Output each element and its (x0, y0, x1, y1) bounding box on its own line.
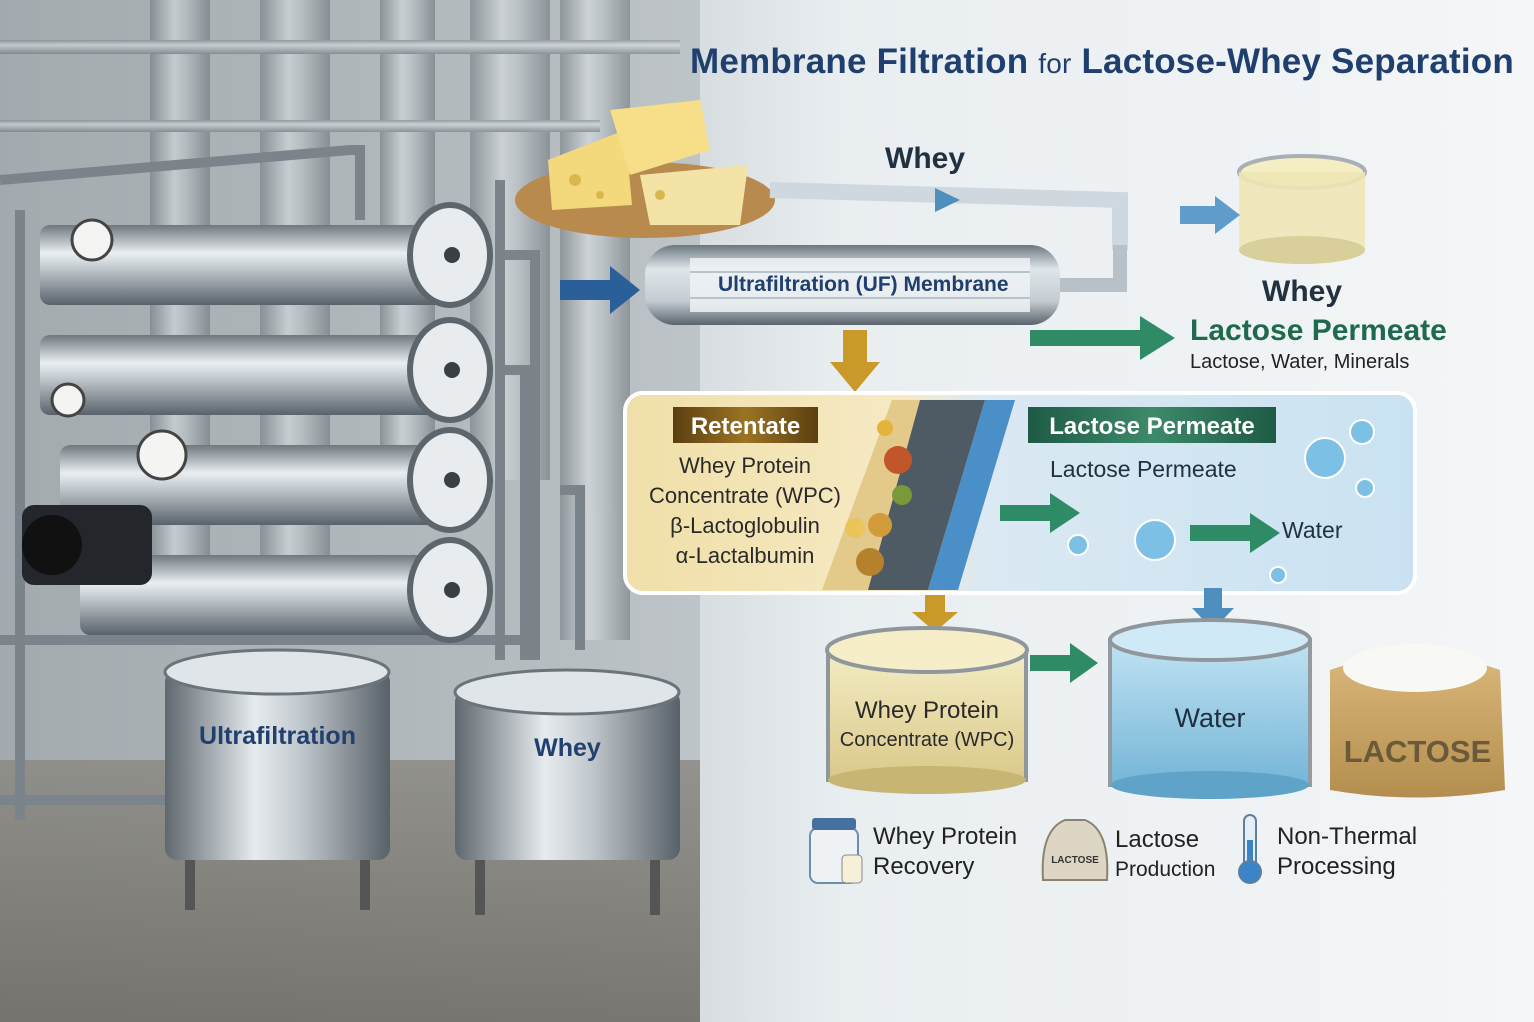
feature-line: Processing (1277, 853, 1396, 880)
feature-lactose-production: Lactose Production (1115, 825, 1215, 885)
title-part-2: for (1038, 48, 1072, 79)
wpc-line-1: Whey Protein (854, 697, 1000, 724)
feature-whey-protein-recovery: Whey Protein Recovery (873, 822, 1017, 882)
panel-permeate-label: Lactose Permeate (1050, 456, 1237, 482)
permeate-banner: Lactose Permeate (1049, 413, 1255, 440)
cheese-board-icon (515, 100, 775, 238)
pump-motor (22, 505, 152, 585)
whey-flow-label: Whey (885, 142, 966, 175)
down-arrow-wpc (912, 595, 958, 632)
permeate-title: Lactose Permeate (1190, 314, 1447, 347)
tank-ultrafiltration (163, 648, 391, 910)
thermometer-icon (1238, 814, 1262, 884)
retentate-text: Whey Protein Concentrate (WPC) β-Lactogl… (640, 451, 850, 571)
water-vat-label: Water (1174, 703, 1246, 733)
panel-water-label: Water (1282, 517, 1343, 543)
wpc-to-water-arrow (1030, 643, 1098, 683)
tank-label-ultrafiltration: Ultrafiltration (199, 722, 356, 750)
title-part-1: Membrane Filtration (690, 42, 1029, 81)
feature-line: Recovery (873, 853, 975, 880)
retentate-line: α-Lactalbumin (675, 543, 815, 568)
retentate-line: β-Lactoglobulin (670, 513, 820, 538)
tank-label-whey: Whey (534, 734, 601, 762)
whey-flow-pipe (769, 182, 1128, 250)
feature-line: Whey Protein (873, 823, 1018, 850)
permeate-arrow (1030, 316, 1175, 360)
lactose-bag-icon (1041, 819, 1109, 881)
feature-line: Lactose (1115, 826, 1200, 853)
feed-arrow (560, 266, 640, 314)
retentate-banner: Retentate (690, 413, 801, 440)
water-vat (1108, 618, 1312, 799)
retentate-line: Concentrate (WPC) (649, 483, 841, 508)
wpc-vat-label: Whey Protein Concentrate (WPC) (828, 697, 1026, 752)
wpc-vat (825, 626, 1029, 794)
lactose-sack-label: LACTOSE (1343, 734, 1492, 769)
pressure-gauge-icon (50, 218, 188, 481)
whey-bowl-icon (1237, 154, 1367, 264)
membrane-out-pipe (1060, 245, 1127, 292)
wpc-line-2: Concentrate (WPC) (839, 729, 1015, 751)
separation-detail-panel (623, 391, 1417, 595)
protein-molecules-icon (845, 420, 912, 576)
membrane-cross-section (868, 400, 1015, 590)
output-whey-label: Whey (1262, 275, 1343, 308)
protein-jar-icon (809, 818, 863, 884)
uf-module-stack (40, 202, 493, 643)
pipe-rack (0, 145, 585, 820)
feature-line: Non-Thermal (1277, 823, 1418, 850)
permeate-subtitle: Lactose, Water, Minerals (1190, 351, 1410, 373)
page-title: Membrane Filtration for Lactose-Whey Sep… (690, 42, 1514, 82)
whey-arrow (935, 188, 960, 212)
down-arrow-water (1192, 588, 1234, 630)
tank-whey (453, 668, 681, 915)
lactose-sack-icon (1330, 644, 1505, 798)
uf-membrane-tube (645, 245, 1060, 325)
feature-line: Production (1115, 858, 1216, 881)
membrane-label: Ultrafiltration (UF) Membrane (718, 273, 1009, 296)
feature-non-thermal-processing: Non-Thermal Processing (1277, 822, 1417, 882)
water-droplets-icon (1067, 419, 1375, 584)
to-whey-bowl-arrow (1180, 196, 1240, 234)
title-part-3: Lactose-Whey Separation (1081, 42, 1514, 81)
retentate-line: Whey Protein (678, 453, 812, 478)
lactose-badge: LACTOSE (1051, 855, 1099, 866)
retentate-arrow (830, 330, 880, 392)
